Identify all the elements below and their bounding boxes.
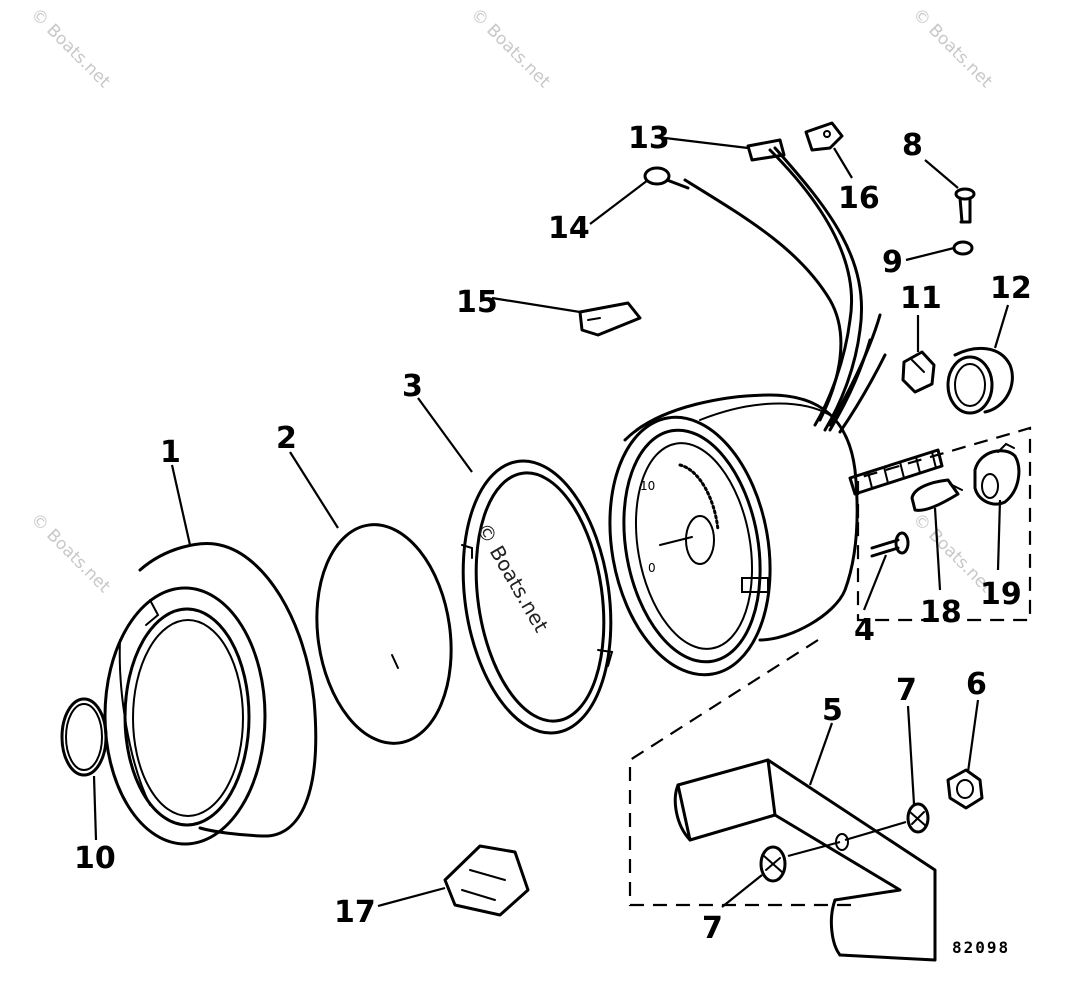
callout-15: 15: [456, 285, 498, 320]
part-14-ring-terminal: [643, 166, 690, 190]
watermark-top-right: © Boats.net: [908, 4, 996, 92]
callout-14: 14: [548, 211, 590, 246]
callout-19: 19: [980, 577, 1022, 612]
part-15-clip: [578, 301, 642, 337]
part-9-washer: [952, 240, 974, 256]
part-13-terminal: [746, 138, 786, 162]
callout-6: 6: [966, 667, 987, 702]
assembly-boundary: [628, 426, 1032, 907]
part-7-lockwasher-lower: [759, 845, 787, 883]
callout-13: 13: [628, 121, 670, 156]
callout-5: 5: [822, 693, 843, 728]
callout-9: 9: [882, 245, 903, 280]
part-3-ring: [461, 459, 614, 735]
callout-1: 1: [160, 435, 181, 470]
part-7-lockwasher-upper: [906, 802, 930, 834]
watermark-center: © Boats.net: [472, 519, 554, 637]
watermark-mid-left: © Boats.net: [26, 509, 114, 597]
callout-2: 2: [276, 421, 297, 456]
part-17-clamp: [443, 844, 530, 917]
part-10-lens: [60, 697, 108, 777]
part-6-nut: [946, 768, 984, 810]
gauge-body: 10 0: [608, 393, 944, 677]
wire-harness: [683, 146, 887, 434]
gauge-mark-10: 10: [640, 479, 655, 493]
callout-3: 3: [402, 369, 423, 404]
part-5-bracket: [673, 758, 937, 962]
gauge-mark-0: 0: [648, 561, 656, 575]
callouts: 1 2 3 4 5 6 7 7 8 9 10 11 12 13 14 15 16…: [74, 121, 1032, 946]
callout-10: 10: [74, 841, 116, 876]
part-19-socket: [973, 442, 1021, 506]
part-1-bezel: [103, 542, 318, 846]
watermark-top-center: © Boats.net: [466, 4, 554, 92]
callout-4: 4: [854, 613, 875, 648]
part-2-glass: [315, 523, 453, 745]
callout-11: 11: [900, 281, 942, 316]
leader-lines: [92, 136, 1010, 908]
part-8-screw: [954, 187, 976, 224]
callout-8: 8: [902, 128, 923, 163]
watermark-top-left: © Boats.net: [26, 4, 114, 92]
part-18-bulb: [910, 478, 963, 512]
callout-18: 18: [920, 595, 962, 630]
callout-12: 12: [990, 271, 1032, 306]
callout-7-lower: 7: [702, 911, 723, 946]
part-12-cap: [946, 346, 1014, 415]
part-16-terminal: [804, 121, 844, 152]
callout-17: 17: [334, 895, 376, 930]
part-11-nut: [901, 350, 936, 394]
drawing-code: 82098: [952, 938, 1010, 957]
callout-7-upper: 7: [896, 673, 917, 708]
callout-16: 16: [838, 181, 880, 216]
part-4-screw: [870, 531, 910, 558]
